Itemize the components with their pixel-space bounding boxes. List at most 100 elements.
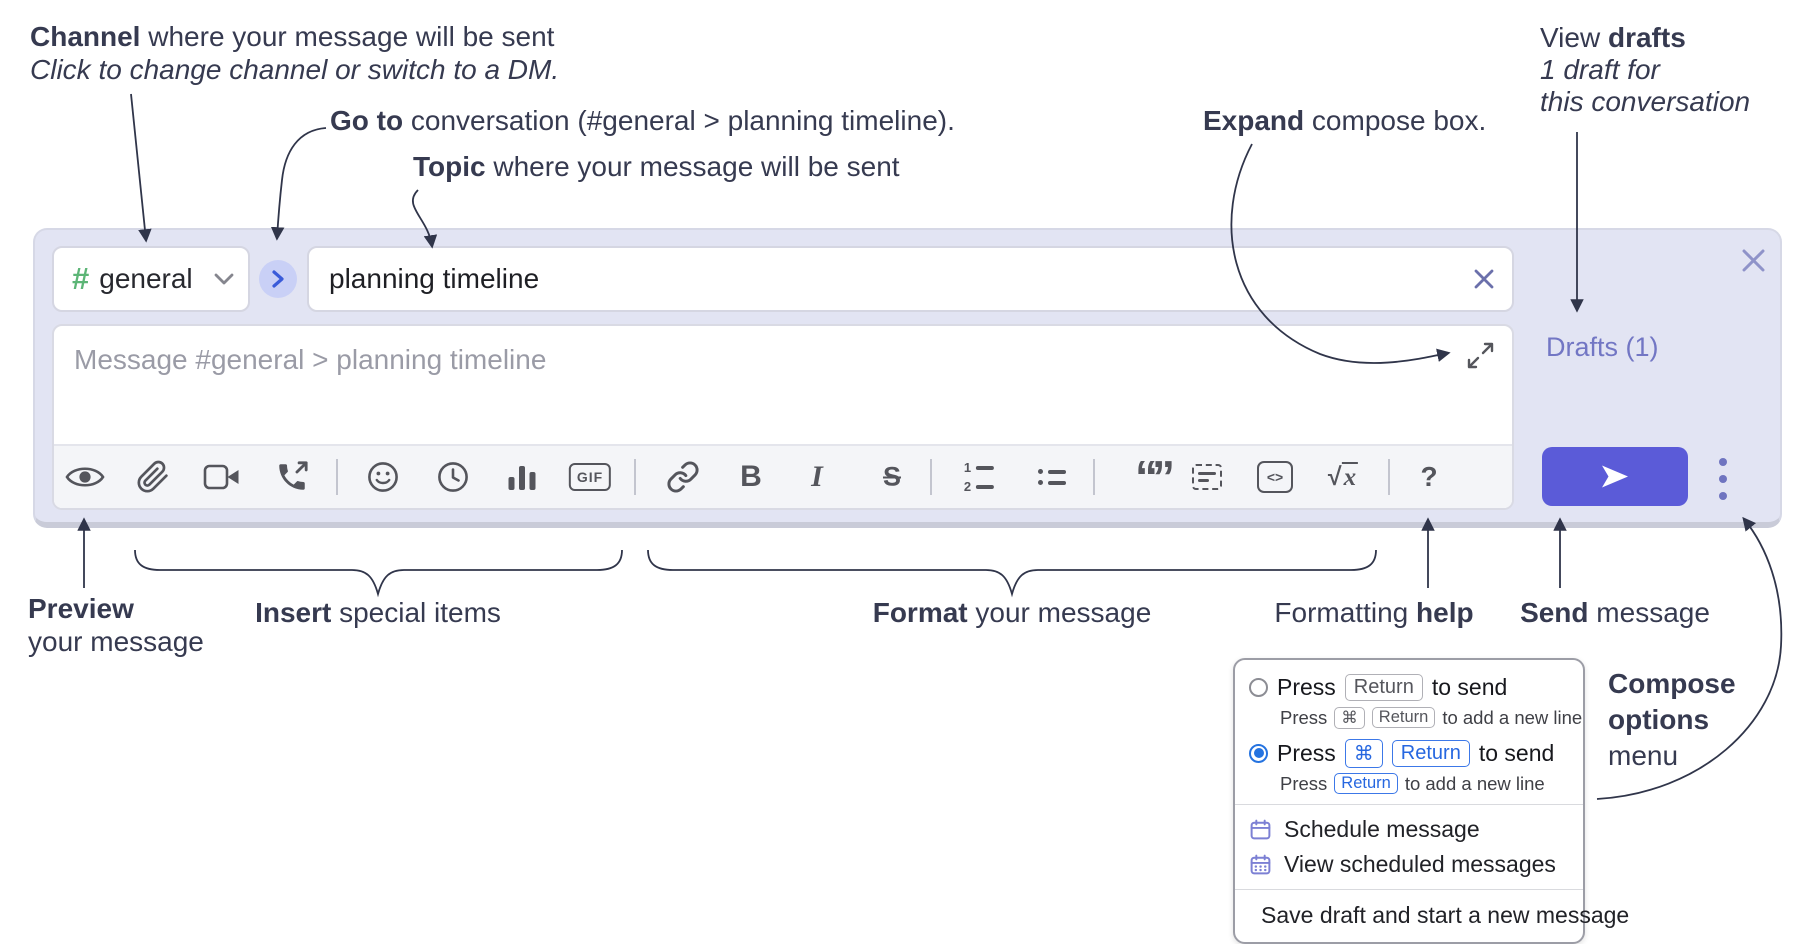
annotation-goto-rest: conversation (#general > planning timeli… (403, 105, 955, 136)
kbd-return: Return (1334, 773, 1398, 794)
topic-input-wrap (307, 246, 1514, 312)
annotation-channel: Channel where your message will be sent … (30, 20, 559, 86)
gif-icon[interactable]: GIF (568, 463, 612, 491)
annotation-drafts-bold: drafts (1607, 22, 1686, 53)
annotation-drafts-pre: View (1540, 22, 1608, 53)
poll-chart-icon[interactable] (507, 462, 538, 492)
attach-paperclip-icon[interactable] (136, 460, 170, 494)
popup-subtext: Press (1280, 706, 1328, 728)
menu-item-label: View scheduled messages (1284, 851, 1556, 877)
send-button[interactable] (1542, 447, 1688, 506)
kbd-return: Return (1391, 739, 1470, 767)
menu-item-save-draft[interactable]: Save draft and start a new message (1249, 897, 1629, 934)
go-to-conversation-button[interactable] (259, 260, 297, 298)
channel-hash-icon: # (72, 261, 90, 296)
code-icon[interactable]: <> (1257, 461, 1293, 493)
message-input[interactable]: Message #general > planning timeline (54, 326, 1512, 444)
emoji-icon[interactable] (366, 460, 400, 494)
brace-format (647, 549, 1377, 598)
toolbar-divider (1093, 459, 1095, 495)
popup-divider (1235, 804, 1583, 805)
math-icon[interactable]: √x (1327, 462, 1359, 492)
kbd-cmd: ⌘ (1344, 738, 1383, 768)
menu-item-label: Schedule message (1284, 816, 1480, 842)
math-root: √ (1327, 462, 1342, 491)
strikethrough-icon[interactable]: S (882, 461, 902, 492)
annotation-goto-bold: Go to (330, 105, 404, 136)
popup-text: to send (1478, 739, 1555, 766)
annotation-insert-rest: special items (331, 597, 501, 628)
quote-icon[interactable]: “” (1135, 451, 1175, 503)
arrow-channel (130, 93, 152, 243)
annotation-compose-options: Compose options menu (1608, 666, 1736, 774)
italic-icon[interactable]: I (811, 460, 823, 493)
radio-selected-icon[interactable] (1249, 743, 1268, 763)
preview-eye-icon[interactable] (64, 462, 106, 492)
topic-clear-icon[interactable] (1472, 267, 1496, 291)
annotation-preview-line2: your message (28, 626, 204, 657)
menu-item-view-scheduled[interactable]: View scheduled messages (1249, 847, 1569, 882)
annotation-co-line3: menu (1608, 740, 1679, 771)
radio1-subtext: Press ⌘ Return to add a new line (1249, 704, 1582, 731)
annotation-view-drafts: View drafts 1 draft for this conversatio… (1540, 22, 1750, 118)
kbd-return: Return (1371, 707, 1436, 728)
send-plane-icon (1602, 465, 1628, 488)
formatting-help-icon[interactable]: ? (1420, 461, 1438, 492)
annotation-send-bold: Send (1520, 597, 1589, 628)
channel-selector[interactable]: # general (52, 246, 250, 312)
toolbar-divider (336, 459, 338, 495)
message-placeholder: Message #general > planning timeline (74, 344, 547, 375)
annotation-help-pre: Formatting (1274, 597, 1417, 628)
popup-text: to send (1431, 673, 1508, 700)
annotation-channel-line2: Click to change channel or switch to a D… (30, 54, 560, 85)
code-label: <> (1257, 461, 1293, 493)
compose-options-menu-button[interactable] (1710, 458, 1736, 500)
video-call-icon[interactable] (203, 464, 241, 491)
popup-subtext: to add a new line (1442, 706, 1583, 728)
annotation-format-rest: your message (967, 597, 1152, 628)
popup-subtext: Press (1280, 772, 1328, 794)
annotation-format: Format your message (872, 596, 1152, 629)
voice-call-icon[interactable] (275, 460, 309, 494)
expand-compose-icon[interactable] (1467, 342, 1494, 376)
annotation-help-bold: help (1416, 597, 1474, 628)
chevron-right-icon (272, 270, 284, 288)
spoiler-icon[interactable] (1192, 464, 1222, 490)
annotation-preview: Preview your message (28, 592, 204, 658)
radio2-subtext: Press Return to add a new line (1249, 770, 1569, 797)
bulleted-list-icon[interactable] (1038, 469, 1066, 485)
annotation-topic-rest: where your message will be sent (485, 151, 900, 182)
annotation-insert: Insert special items (238, 596, 518, 629)
math-x: x (1341, 462, 1359, 491)
popup-text: Press (1277, 739, 1336, 766)
calendar-grid-icon (1250, 854, 1271, 875)
topic-input[interactable] (309, 263, 1472, 295)
kbd-return: Return (1344, 673, 1423, 701)
annotation-drafts-line2: 1 draft for (1540, 54, 1660, 85)
link-icon[interactable] (666, 460, 700, 494)
gif-label: GIF (568, 463, 612, 491)
close-compose-icon[interactable] (1740, 247, 1767, 279)
drafts-link[interactable]: Drafts (1) (1546, 332, 1659, 362)
ellipsis-dot (1719, 458, 1727, 466)
annotation-co-line2: options (1608, 704, 1710, 735)
time-icon[interactable] (436, 460, 470, 494)
radio-unselected-icon[interactable] (1249, 677, 1268, 697)
menu-item-schedule-message[interactable]: Schedule message (1249, 812, 1569, 847)
toolbar-divider (634, 459, 636, 495)
popup-text: Press (1277, 673, 1336, 700)
annotation-format-bold: Format (872, 597, 968, 628)
annotation-expand-bold: Expand (1203, 105, 1305, 136)
annotation-goto: Go to conversation (#general > planning … (330, 104, 955, 137)
annotation-topic-bold: Topic (413, 151, 486, 182)
menu-item-label: Save draft and start a new message (1261, 902, 1630, 928)
ellipsis-dot (1719, 492, 1727, 500)
radio-cmd-return-to-send[interactable]: Press ⌘ Return to send (1249, 736, 1569, 770)
radio-return-to-send[interactable]: Press Return to send (1249, 670, 1569, 704)
annotation-drafts-line3: this conversation (1540, 86, 1751, 117)
arrow-goto (270, 127, 327, 241)
bold-icon[interactable]: B (740, 460, 762, 493)
